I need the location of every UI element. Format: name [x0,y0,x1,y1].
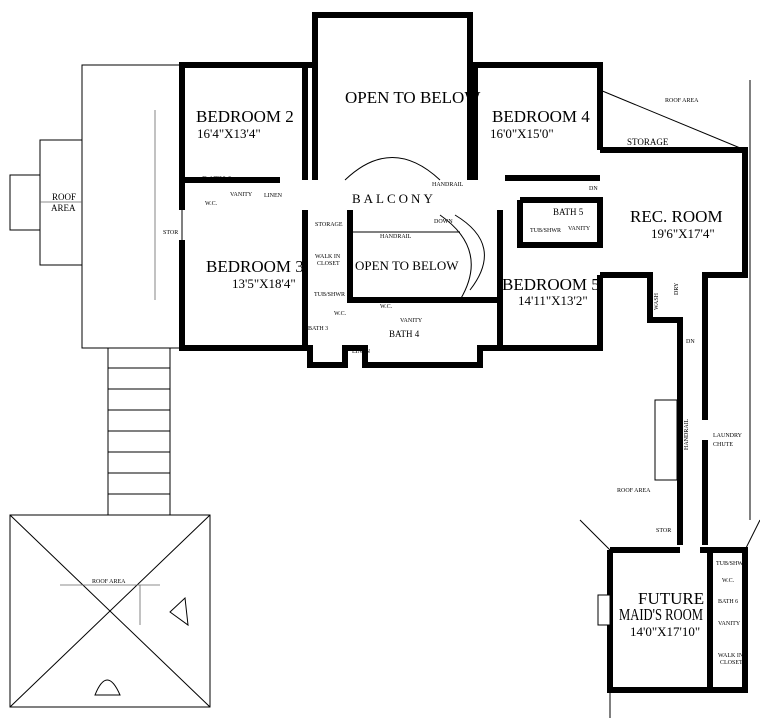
main-walls [179,12,603,368]
roof-area-left-1: ROOF [52,192,76,202]
roof-area-right: ROOF AREA [665,98,699,104]
wc-bath2: W.C. [205,201,218,207]
walk-in-closet-maid-1: WALK IN [718,653,744,659]
wc-bath3: W.C. [334,311,347,317]
bedroom-3-dim: 13'5"X18'4" [232,276,296,291]
maids-room-walls [579,519,760,718]
vanity-bath4: VANITY [400,318,423,324]
wc-bath4: W.C. [380,304,393,310]
dn-rec: DN [589,186,598,192]
bath-4-label: BATH 4 [389,329,420,339]
roof-area-left-2: AREA [51,203,76,213]
bedroom-2-label: BEDROOM 2 [196,107,294,126]
bedroom-2-dim: 16'4"X13'4" [197,126,261,141]
walk-in-closet-2: CLOSET [317,261,340,267]
walk-in-closet-1: WALK IN [315,254,341,260]
tub-bath6: TUB/SHWR [716,561,747,567]
rec-room-dim: 19'6"X17'4" [651,226,715,241]
vanity-bath5: VANITY [568,226,591,232]
bedroom-3-label: BEDROOM 3 [206,257,304,276]
open-to-below-mid: OPEN TO BELOW [355,258,459,273]
rec-room-walls [599,80,751,545]
walk-in-closet-maid-2: CLOSET [720,660,743,666]
pyramid-roof [9,514,211,708]
open-to-below-top: OPEN TO BELOW [345,88,481,107]
vanity-bath6: VANITY [718,621,741,627]
left-roof-area [9,64,183,349]
linen-bath4: LINEN [352,349,371,355]
down-label: DOWN [434,219,453,225]
laundry-chute-1: LAUNDRY [713,433,743,439]
bath-2-label: BATH 2 [202,175,232,185]
bath-3-label: BATH 3 [308,326,328,332]
tub-bath5: TUB/SHWR [530,228,561,234]
bath-6-label: BATH 6 [718,599,738,605]
balcony-label: BALCONY [352,191,436,206]
stor-label: STOR [163,230,178,236]
rec-room-label: REC. ROOM [630,207,723,226]
bedroom-5-dim: 14'11"X13'2" [518,293,588,308]
wc-bath6: W.C. [722,578,735,584]
bedroom-5-label: BEDROOM 5 [502,275,600,294]
stor-maid-label: STOR [656,528,671,534]
wash-label: WASH [654,292,660,310]
handrail-stair: HANDRAIL [684,418,690,450]
maids-room-label-2: MAID'S ROOM [619,605,703,624]
storage-rec-label: STORAGE [627,137,669,147]
storage-label: STORAGE [315,222,343,228]
bedroom-4-label: BEDROOM 4 [492,107,590,126]
vanity-bath2: VANITY [230,192,253,198]
dry-label: DRY [674,282,680,295]
maids-room-dim: 14'0"X17'10" [630,624,700,639]
exterior-stair [107,348,171,515]
linen-bath2: LINEN [264,193,283,199]
bedroom-4-dim: 16'0"X15'0" [490,126,554,141]
dn-corridor: DN [686,339,695,345]
maids-room-label-1: FUTURE [638,589,704,608]
tub-bath3: TUB/SHWR [314,292,345,298]
roof-area-pyramid: ROOF AREA [92,579,126,585]
roof-area-maid: ROOF AREA [617,488,651,494]
handrail-top: HANDRAIL [432,182,464,188]
bath-5-label: BATH 5 [553,207,584,217]
laundry-chute-2: CHUTE [713,442,733,448]
handrail-mid: HANDRAIL [380,234,412,240]
